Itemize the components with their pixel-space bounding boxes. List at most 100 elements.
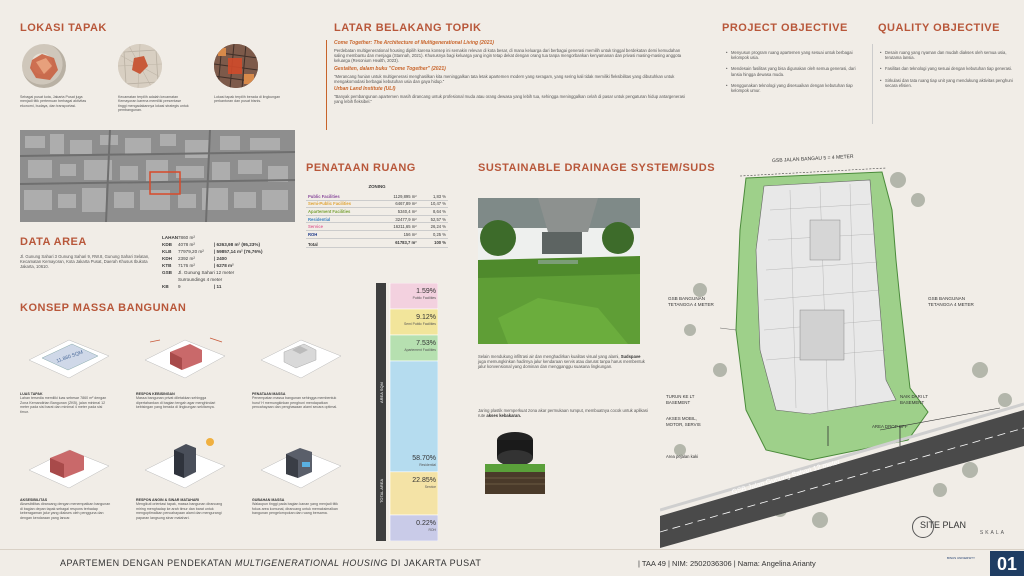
label-drop-off: AREA DROP OFF — [872, 424, 908, 429]
list-item: Desain ruang yang nyaman dan mudah diaks… — [880, 50, 1018, 60]
latar-sub-3: Urban Land Institute (ULI) — [334, 86, 396, 93]
zone-area: 6467,89 m² — [377, 200, 419, 209]
zone-area: 156 m² — [377, 230, 419, 239]
bar-segment — [389, 471, 439, 516]
site-plan-drawing: GSB JALAN BANGAU 5 = 4 METER GSB BANGUNA… — [660, 150, 1024, 548]
latar-para-1: Perdebatan multigenerational housing dip… — [334, 48, 682, 64]
table-row: Residential 32477,9 m² 52,57 % — [306, 215, 448, 224]
zone-pct: 100 % — [418, 238, 448, 249]
zone-area: 16211,65 m² — [377, 222, 419, 231]
segment-name-label: Service — [425, 485, 436, 489]
list-item: Menyusun program ruang apartemen yang se… — [726, 50, 866, 60]
segment-pct-label: 7.53% — [416, 340, 436, 347]
bar-axis — [376, 283, 386, 541]
mass-gubahan-icon — [260, 448, 342, 489]
data-area-title: DATA AREA — [20, 236, 87, 248]
table-row: Semi-Public Facilities 6467,89 m² 10,47 … — [306, 200, 448, 209]
table-row: Public Facilities 1129,895 m² 1,83 % — [306, 193, 448, 201]
bar-segment — [389, 282, 439, 310]
mass-penataan-icon — [260, 339, 342, 379]
quality-objective-list: Desain ruang yang nyaman dan mudah diaks… — [880, 50, 1018, 94]
zone-pct: 8,64 % — [418, 207, 448, 216]
data-area-address: Jl. Gunung Sahari 3 Gunung Sahari 9, RW.… — [20, 254, 150, 270]
zone-area: 32477,9 m² — [377, 215, 419, 224]
list-item: Menggunakan teknologi yang disesuaikan d… — [726, 83, 866, 93]
konsep-title: KONSEP MASSA BANGUNAN — [20, 302, 187, 314]
suds-title: SUSTAINABLE DRAINAGE SYSTEM/SUDS — [478, 162, 716, 174]
list-item: Mendesain fasilitas yang bisa digunakan … — [726, 66, 866, 76]
zone-name: Service — [306, 222, 378, 231]
mass-luas-icon: 11.860 SQM — [28, 339, 110, 379]
list-item: Sirkulasi dan tata ruang tiap unit yang … — [880, 78, 1018, 88]
latar-title: LATAR BELAKANG TOPIK — [334, 22, 482, 34]
data-row: LAHAN7860 m² — [162, 235, 195, 240]
mass-diagram-gubahan — [256, 432, 346, 497]
zone-pct: 10,47 % — [418, 200, 448, 209]
lokasi-title: LOKASI TAPAK — [20, 22, 107, 34]
segment-name-label: Residential — [419, 463, 436, 467]
objective-divider — [872, 44, 873, 124]
lokasi-caption-3: Lokasi tapak terpilih berada di lingkung… — [214, 95, 281, 104]
site-map-icon — [214, 44, 258, 88]
zone-pct: 52,57 % — [418, 215, 448, 224]
mass-kebisingan-icon — [144, 337, 226, 379]
zone-area: 1129,895 m² — [377, 193, 419, 201]
footer-info: | TAA 49 | NIM: 2502036306 | Nama: Angel… — [638, 559, 816, 568]
mass-diagram-angin — [140, 432, 230, 497]
kemayoran-map-icon — [118, 44, 162, 88]
label-pejalan: Area pejalan kaki — [666, 454, 699, 459]
segment-name-label: Semi Public Facilities — [404, 322, 436, 326]
zone-pct: 26,24 % — [418, 222, 448, 231]
mass-diagram-luas: 11.860 SQM — [24, 322, 114, 387]
footer-title: APARTEMEN DENGAN PENDEKATAN MULTIGENERAT… — [60, 558, 482, 568]
table-row: Service 16211,65 m² 26,24 % — [306, 222, 448, 231]
lokasi-caption-1: Sebagai pusat kota, Jakarta Pusat juga m… — [20, 95, 87, 108]
zone-area: 61783,7 m² — [377, 238, 419, 249]
aerial-texture-icon — [20, 130, 295, 222]
suds-render-icon — [478, 198, 640, 344]
north-arrow-icon — [912, 516, 934, 538]
bar-segment — [389, 308, 439, 336]
site-plan-svg — [660, 167, 1024, 548]
segment-name-label: Public Facilities — [413, 296, 437, 300]
latar-sub-2: Gestalten, dalam buku "Come Together" (2… — [334, 65, 446, 72]
mass-diagram-penataan — [256, 322, 346, 387]
project-objective-list: Menyusun program ruang apartemen yang se… — [726, 50, 866, 99]
map-jakarta-circle — [22, 44, 66, 88]
zone-name: Semi-Public Facilities — [306, 200, 378, 209]
zoning-table: Public Facilities 1129,895 m² 1,83 %Semi… — [306, 193, 448, 249]
mass-diagram-akses — [24, 432, 114, 497]
list-item: Fasilitas dan teknologi yang sesuai deng… — [880, 66, 1018, 71]
data-row: Surroundings 4 meter — [178, 277, 223, 282]
label-gsb-left: GSB BANGUNAN TETANGGA 4 METER — [668, 296, 714, 307]
segment-name-label: Apartement Facilities — [404, 348, 436, 352]
zone-name: Total — [306, 238, 378, 249]
site-plan-caption: SITE PLAN SKALA — [920, 520, 1020, 536]
zone-name: ROH — [306, 230, 378, 239]
tire-icon — [485, 432, 545, 494]
site-plan-scale: SKALA — [979, 530, 1006, 536]
project-objective-title: PROJECT OBJECTIVE — [722, 22, 848, 34]
zone-name: Public Facilities — [306, 193, 378, 201]
site-plan-title: SITE PLAN — [920, 520, 967, 530]
suds-text-2: Jaring plastik memperkuat zona akar perm… — [478, 408, 648, 419]
penataan-title: PENATAAN RUANG — [306, 162, 416, 174]
page-number: 01 — [990, 551, 1024, 576]
suds-text-1: Selain mendukung infiltrasi air dan meng… — [478, 354, 645, 370]
map-kemayoran-circle — [118, 44, 162, 88]
zone-pct: 1,83 % — [418, 193, 448, 201]
latar-content: Come Together: The Architecture of Multi… — [334, 40, 690, 104]
table-row: Total 61783,7 m² 100 % — [306, 238, 448, 249]
